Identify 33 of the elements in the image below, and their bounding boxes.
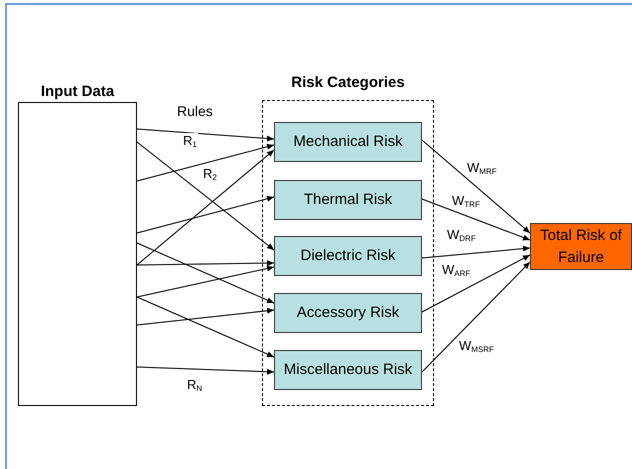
edge-label: R$_{N}$ bbox=[186, 377, 204, 392]
edge-label: R$_{1}$ bbox=[182, 133, 198, 148]
arrow bbox=[422, 254, 530, 312]
edge-label: R$_{2}$ bbox=[202, 166, 218, 181]
arrow bbox=[422, 246, 530, 258]
arrow bbox=[136, 296, 274, 358]
arrow bbox=[136, 128, 274, 142]
edge-label: W$_{MSRF}$ bbox=[458, 338, 495, 353]
process-box: Mechanical Risk bbox=[274, 122, 422, 162]
arrow bbox=[422, 198, 530, 240]
process-box: Thermal Risk bbox=[274, 180, 422, 220]
arrow bbox=[136, 242, 274, 304]
arrow bbox=[422, 140, 530, 234]
arrow bbox=[136, 144, 274, 182]
arrow bbox=[136, 366, 274, 375]
edge-label: W$_{MRF}$ bbox=[466, 160, 498, 175]
process-box: Accessory Risk bbox=[274, 293, 422, 333]
edge-label: W$_{DRF}$ bbox=[446, 227, 477, 242]
heading: Input Data bbox=[40, 82, 116, 102]
result-box: Total Risk of Failure bbox=[530, 223, 632, 270]
arrow bbox=[136, 142, 274, 250]
arrow bbox=[136, 308, 274, 326]
arrow bbox=[422, 262, 530, 372]
process-box: Miscellaneous Risk bbox=[274, 350, 422, 390]
process-box: Dielectric Risk bbox=[274, 236, 422, 276]
edge-label: W$_{TRF}$ bbox=[451, 193, 481, 208]
edge-label: W$_{ARF}$ bbox=[441, 262, 472, 277]
arrow bbox=[136, 150, 274, 266]
arrow bbox=[136, 260, 274, 266]
arrow bbox=[136, 196, 274, 234]
arrow bbox=[136, 266, 274, 298]
rules-label: Rules bbox=[177, 102, 213, 121]
heading: Risk Categories bbox=[290, 73, 406, 93]
